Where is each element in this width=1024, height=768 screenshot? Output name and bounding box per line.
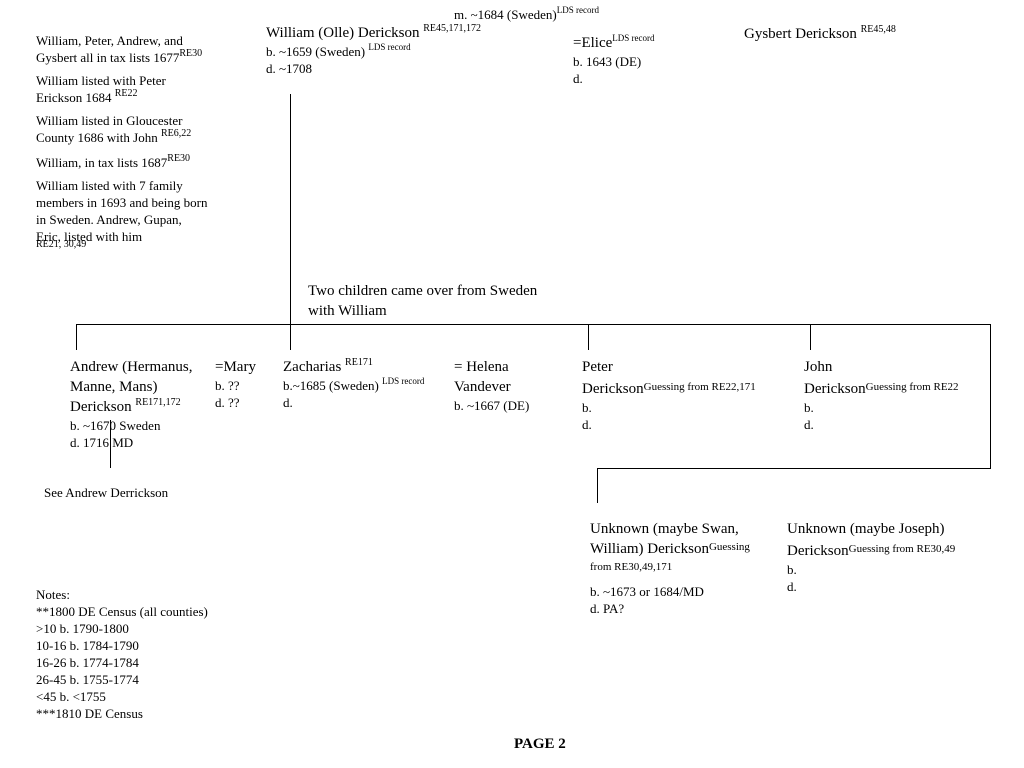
helena-name: = Helena Vandever	[454, 359, 511, 395]
unknown-swan-name: Unknown (maybe Swan, William) Derickson	[590, 521, 739, 557]
andrew-branch-line	[76, 324, 77, 350]
andrew-box: Andrew (Hermanus, Manne, Mans) Derickson…	[70, 357, 220, 451]
elice-name-sup: LDS record	[612, 33, 655, 43]
mary-box: =Mary b. ?? d. ??	[215, 357, 275, 411]
marriage-note: m. ~1684 (Sweden)LDS record	[454, 6, 599, 23]
zacharias-born-sup: LDS record	[382, 376, 425, 386]
left-note: William, Peter, Andrew, and Gysbert all …	[36, 33, 203, 65]
two-children-note: Two children came over from Sweden with …	[308, 283, 538, 319]
john-branch-line	[810, 324, 811, 350]
andrew-born: b. ~1670 Sweden	[70, 418, 161, 433]
john-box: John DericksonGuessing from RE22 b. d.	[804, 357, 1014, 433]
notes-title: Notes:	[36, 587, 70, 602]
notes-line: >10 b. 1790-1800	[36, 621, 129, 636]
john-last: Derickson	[804, 381, 866, 397]
william-born-sup: LDS record	[368, 42, 411, 52]
zacharias-name: Zacharias	[283, 359, 346, 375]
john-born: b.	[804, 400, 814, 415]
helena-born: b. ~1667 (DE)	[454, 398, 530, 413]
grandchildren-horizontal-line	[597, 468, 991, 469]
helena-box: = Helena Vandever b. ~1667 (DE)	[454, 357, 554, 414]
william-name-sup: RE45,171,172	[423, 23, 482, 34]
zacharias-died: d.	[283, 395, 293, 410]
left-note: William listed with 7 family members in …	[36, 178, 208, 250]
mary-name: =Mary	[215, 359, 256, 375]
gysbert-name: Gysbert Derickson	[744, 26, 861, 42]
unknown-joseph-born: b.	[787, 562, 797, 577]
gysbert-sup: RE45,48	[860, 24, 896, 35]
page-label: PAGE 2	[514, 736, 566, 752]
william-name: William (Olle) Derickson	[266, 25, 424, 41]
mary-born: b. ??	[215, 378, 240, 393]
unknown-joseph-name: Unknown (maybe Joseph) Derickson	[787, 521, 945, 559]
notes-line: ***1810 DE Census	[36, 706, 143, 721]
zacharias-branch-line	[290, 324, 291, 350]
see-andrew-note: See Andrew Derrickson	[44, 485, 169, 500]
marriage-sup: LDS record	[556, 5, 599, 15]
elice-name: =Elice	[573, 35, 613, 51]
unknown-swan-box: Unknown (maybe Swan, William) DericksonG…	[590, 519, 770, 617]
left-note: William listed with Peter Erickson 1684 …	[36, 73, 166, 105]
peter-sup: Guessing from RE22,171	[643, 381, 756, 393]
john-first: John	[804, 359, 833, 375]
elice-died: d.	[573, 71, 583, 86]
unknown-joseph-sup: Guessing from RE30,49	[848, 543, 956, 555]
william-box: William (Olle) Derickson RE45,171,172 b.…	[266, 23, 526, 77]
andrew-died: d. 1716 MD	[70, 435, 134, 450]
notes-line: 10-16 b. 1784-1790	[36, 638, 139, 653]
marriage-text: m. ~1684 (Sweden)	[454, 7, 557, 22]
william-died: d. ~1708	[266, 61, 313, 76]
notes-line: 26-45 b. 1755-1774	[36, 672, 139, 687]
left-note: William, in tax lists 1687RE30	[36, 153, 191, 171]
john-died: d.	[804, 417, 814, 432]
children-horizontal-line	[76, 324, 990, 325]
notes-line: 16-26 b. 1774-1784	[36, 655, 139, 670]
notes-line: <45 b. <1755	[36, 689, 106, 704]
census-notes: Notes: **1800 DE Census (all counties) >…	[36, 586, 286, 722]
zacharias-box: Zacharias RE171 b.~1685 (Sweden) LDS rec…	[283, 357, 448, 411]
peter-born: b.	[582, 400, 592, 415]
john-sup: Guessing from RE22	[865, 381, 959, 393]
peter-last: Derickson	[582, 381, 644, 397]
notes-line: **1800 DE Census (all counties)	[36, 604, 208, 619]
andrew-name: Andrew (Hermanus, Manne, Mans) Derickson	[70, 359, 193, 415]
left-note: William listed in Gloucester County 1686…	[36, 113, 192, 145]
unknown-swan-sup: Guessing from RE30,49,171	[590, 541, 750, 573]
unknown-swan-died: d. PA?	[590, 601, 625, 616]
zacharias-name-sup: RE171	[345, 357, 373, 368]
elice-box: =EliceLDS record b. 1643 (DE) d.	[573, 33, 733, 87]
gysbert-box: Gysbert Derickson RE45,48	[744, 24, 1004, 44]
left-notes: William, Peter, Andrew, and Gysbert all …	[36, 32, 208, 250]
peter-died: d.	[582, 417, 592, 432]
unknown-swan-born: b. ~1673 or 1684/MD	[590, 584, 704, 599]
andrew-sup: RE171,172	[135, 397, 181, 408]
elice-born: b. 1643 (DE)	[573, 54, 642, 69]
andrew-see-line	[110, 420, 111, 468]
william-drop-line	[290, 94, 291, 325]
grandchildren-drop-line	[597, 468, 598, 503]
peter-branch-line	[588, 324, 589, 350]
right-edge-line	[990, 324, 991, 469]
zacharias-born: b.~1685 (Sweden)	[283, 378, 383, 393]
peter-first: Peter	[582, 359, 613, 375]
peter-box: Peter DericksonGuessing from RE22,171 b.…	[582, 357, 792, 433]
william-born: b. ~1659 (Sweden)	[266, 44, 369, 59]
unknown-joseph-died: d.	[787, 579, 797, 594]
unknown-joseph-box: Unknown (maybe Joseph) DericksonGuessing…	[787, 519, 1007, 595]
mary-died: d. ??	[215, 395, 240, 410]
